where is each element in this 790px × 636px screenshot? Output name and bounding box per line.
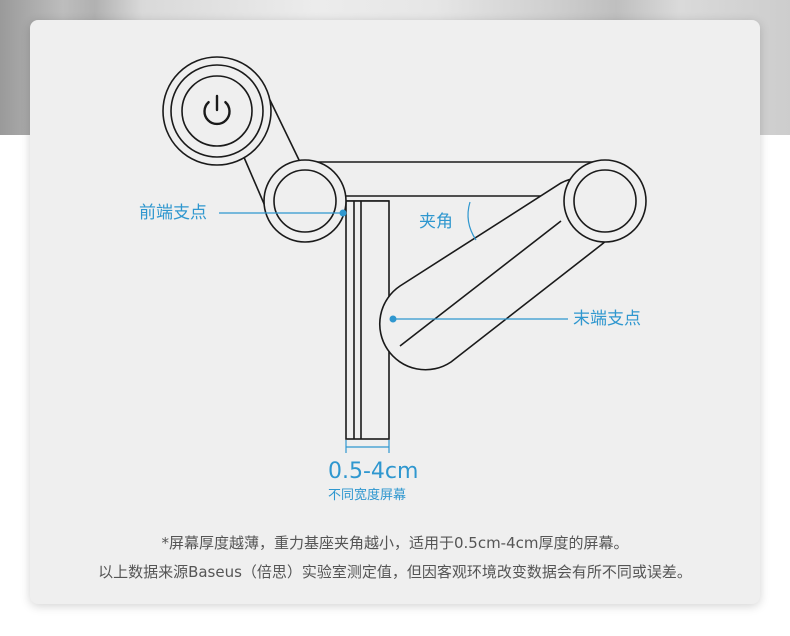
- end-pivot-label: 末端支点: [573, 309, 641, 329]
- caption-line-1: *屏幕厚度越薄，重力基座夹角越小，适用于0.5cm-4cm厚度的屏幕。: [161, 534, 629, 552]
- front-pivot-label: 前端支点: [139, 203, 207, 223]
- angle-arc: [467, 201, 477, 241]
- angle-label: 夹角: [419, 212, 453, 232]
- front-pivot-dot: [339, 209, 347, 217]
- power-icon: [203, 94, 231, 126]
- diagonal-arm-inner: [399, 220, 562, 347]
- thickness-note-label: 不同宽度屏幕: [328, 488, 407, 503]
- thickness-range-label: 0.5-4cm: [328, 459, 419, 484]
- rear-pivot-wheel: [563, 159, 647, 243]
- caption-line-2: 以上数据来源Baseus（倍思）实验室测定值，但因客观环境改变数据会有所不同或误…: [98, 563, 692, 581]
- front-pivot-wheel: [263, 159, 347, 243]
- top-arm: [300, 161, 604, 197]
- end-pivot-dot: [389, 315, 397, 323]
- thickness-dimension: [345, 440, 390, 453]
